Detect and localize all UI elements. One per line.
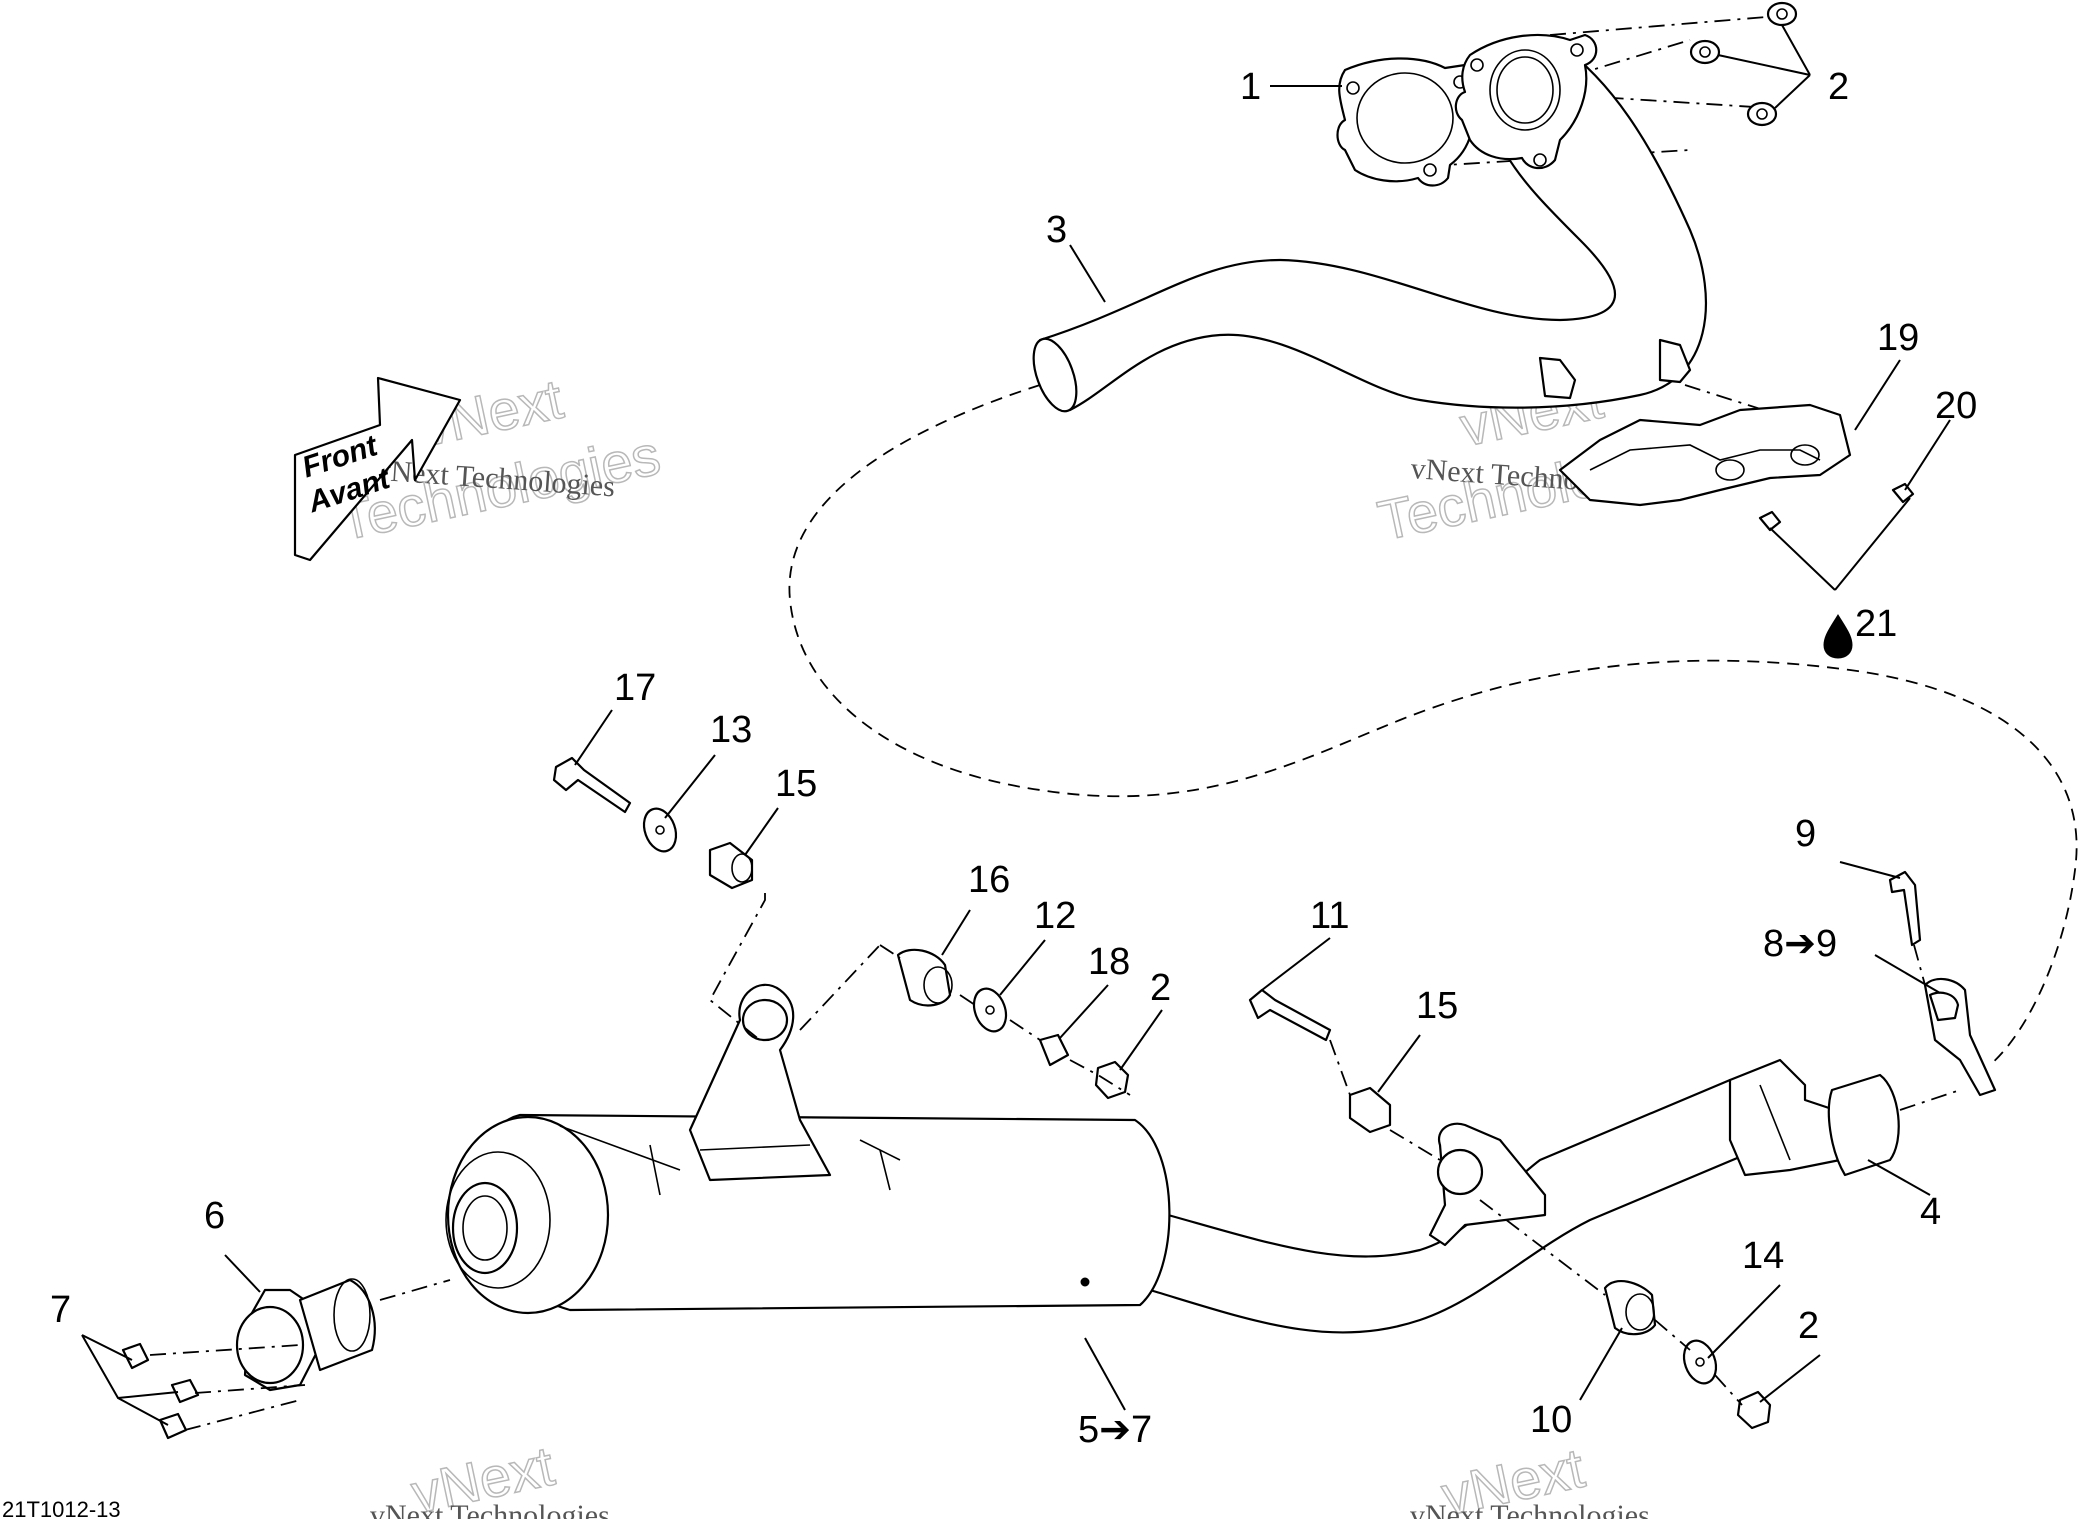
watermark-text: vNext Technologies <box>1410 1499 1650 1519</box>
assembly-path-header-to-muffler <box>788 384 2078 1066</box>
watermark-group: vNext Technologies vNext Technologies vN… <box>332 366 1706 1519</box>
callout-21-group: 21 <box>1823 603 1897 659</box>
spark-arrestor <box>235 1278 376 1392</box>
upper-mount-hardware <box>552 756 754 890</box>
heat-shield-bracket <box>1558 403 1852 507</box>
callout-3: 3 <box>1046 209 1067 251</box>
assembly-line <box>1684 384 1771 413</box>
muffler <box>445 983 1782 1334</box>
callout-18: 18 <box>1088 941 1130 983</box>
assembly-line <box>1549 14 1791 36</box>
flange-nuts <box>1689 1 1798 127</box>
callout-8-to-9: 8➔9 <box>1763 923 1837 965</box>
document-id: 21T1012-13 <box>2 1497 121 1519</box>
arrestor-screws <box>121 1342 200 1440</box>
assembly-line <box>708 893 881 1041</box>
callout-20: 20 <box>1935 385 1977 427</box>
watermark-text: vNext Technologies <box>370 1499 610 1519</box>
callout-16: 16 <box>968 859 1010 901</box>
callout-14: 14 <box>1742 1235 1784 1277</box>
bracket-screws <box>1758 482 1915 532</box>
callout-7: 7 <box>50 1289 71 1331</box>
assembly-line <box>149 1279 451 1431</box>
assembly-line <box>1899 1089 1961 1111</box>
callout-13: 13 <box>710 709 752 751</box>
callout-15: 15 <box>775 763 817 805</box>
callout-15: 15 <box>1416 985 1458 1027</box>
callout-labels: 1 2 3 19 20 21 17 13 15 16 12 18 2 11 15… <box>50 66 1977 1451</box>
mid-pipe-bracket <box>1428 1122 1547 1247</box>
leader-lines <box>81 24 1951 1426</box>
callout-11: 11 <box>1310 895 1349 937</box>
assembly-line <box>879 944 1131 1096</box>
callout-21: 21 <box>1855 603 1897 645</box>
rear-grommet-hardware <box>896 948 1130 1100</box>
callout-4: 4 <box>1920 1191 1941 1233</box>
callout-2: 2 <box>1798 1305 1819 1347</box>
callout-12: 12 <box>1034 895 1076 937</box>
callout-6: 6 <box>204 1195 225 1237</box>
sealing-ring <box>1827 1073 1900 1177</box>
clamp <box>1923 977 1997 1097</box>
assembly-line <box>1329 1039 1743 1406</box>
gasket-flange <box>1336 57 1477 187</box>
mid-mount-hardware <box>1248 988 1772 1430</box>
clamp-bolt <box>1888 870 1922 947</box>
oil-drop-icon <box>1823 614 1853 659</box>
callout-2: 2 <box>1150 967 1171 1009</box>
front-direction-arrow: Front Avant <box>293 376 462 562</box>
callout-1: 1 <box>1240 66 1261 108</box>
callout-17: 17 <box>614 667 656 709</box>
callout-10: 10 <box>1530 1399 1572 1441</box>
assembly-line <box>1913 944 1926 986</box>
callout-19: 19 <box>1877 317 1919 359</box>
callout-5-to-7: 5➔7 <box>1078 1409 1152 1451</box>
callout-2: 2 <box>1828 66 1849 108</box>
callout-9: 9 <box>1795 813 1816 855</box>
header-flange <box>1454 33 1598 170</box>
